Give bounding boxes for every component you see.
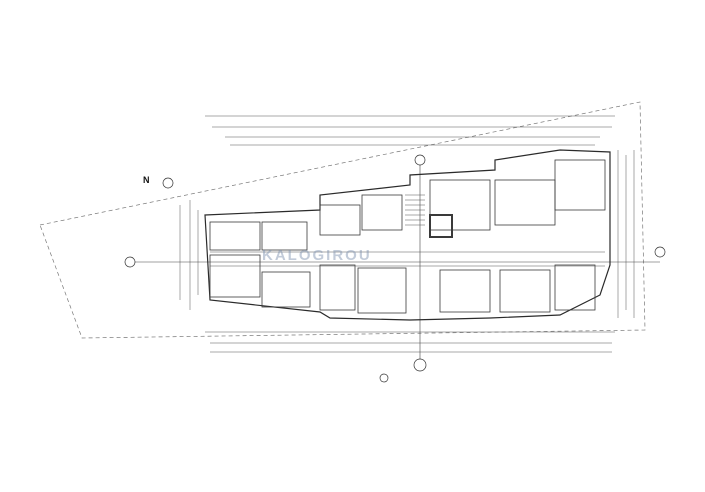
bottom-dimension-lines (205, 331, 615, 353)
watermark-logo: KALOGIROU (262, 247, 372, 264)
site-boundary (39, 101, 646, 339)
north-label: N (143, 175, 150, 185)
reference-markers (124, 154, 666, 383)
interior-walls (209, 159, 606, 314)
building-outline (204, 149, 611, 321)
right-dimension-lines (617, 150, 635, 318)
left-dimension-lines (179, 200, 199, 310)
stair (405, 194, 425, 226)
top-dimension-lines (205, 115, 615, 146)
corridor-lines (210, 251, 605, 267)
